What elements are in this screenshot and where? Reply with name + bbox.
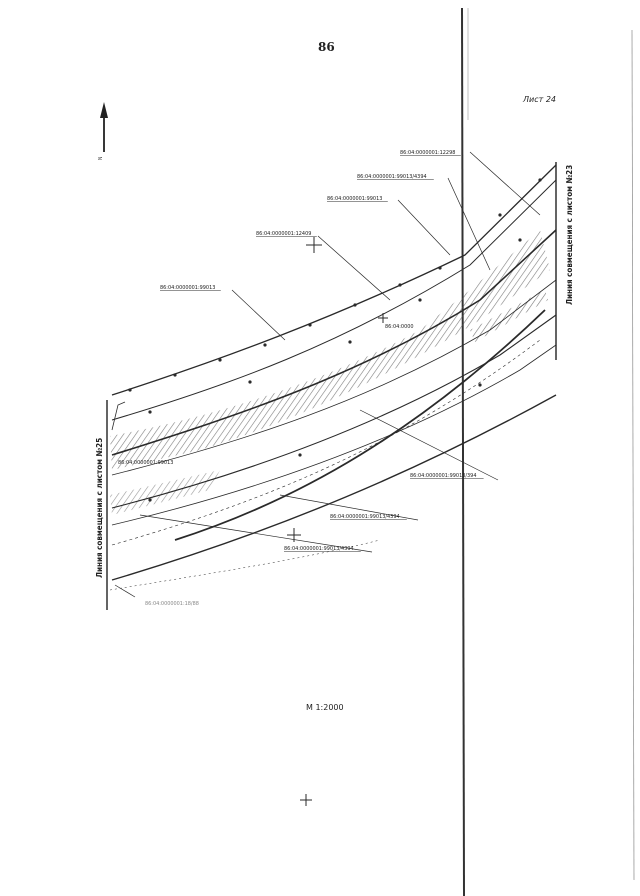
right-match-caption: Линия совмещения с листом №23 [565, 165, 574, 305]
corridor-lines [109, 164, 557, 591]
leader-line [447, 177, 491, 271]
margin-tick [111, 401, 126, 431]
leader-line [397, 199, 451, 256]
north-arrow-label: N [98, 157, 104, 160]
leader-line [359, 409, 499, 481]
parcel-label: 86:04:0000001:99013 [118, 460, 173, 466]
leader-lines [114, 151, 541, 598]
leader-line [469, 151, 541, 216]
parcel-label: 86:04:0000001:12298 [400, 150, 455, 156]
leader-line [139, 514, 373, 553]
leader-line [317, 235, 391, 301]
parcel-label: 86:04:0000001:99013 [160, 285, 215, 291]
scan-fold-line [461, 7, 635, 896]
parcel-label: 86:04:0000001:99013 [327, 196, 382, 202]
parcel-label: 86:04:0000001:99013/394 [410, 473, 476, 479]
north-arrow-icon: N [98, 102, 108, 160]
parcel-label: 86:04:0000001:99013/4394 [330, 514, 400, 520]
sheet-label: Лист 24 [523, 95, 556, 104]
left-match-caption: Линия совмещения с листом №25 [95, 438, 104, 578]
leader-line [114, 584, 136, 598]
parcel-label: 86:04:0000001:12409 [256, 231, 311, 237]
parcel-label: 86:04:0000 [385, 324, 414, 330]
leader-line [231, 289, 286, 341]
boundary-points [128, 178, 542, 502]
scale-label: М 1:2000 [306, 703, 344, 712]
parcel-labels: 86:04:0000001:12298 86:04:0000001:99013/4… [118, 150, 484, 607]
parcel-label: 86:04:0000001:18/88 [145, 601, 199, 607]
leader-line [279, 494, 419, 521]
page-number: 86 [318, 40, 335, 54]
parcel-label: 86:04:0000001:99013/4394 [357, 174, 427, 180]
parcel-label: 86:04:0000001:99013/4394 [284, 546, 354, 552]
cross-markers [287, 237, 388, 806]
